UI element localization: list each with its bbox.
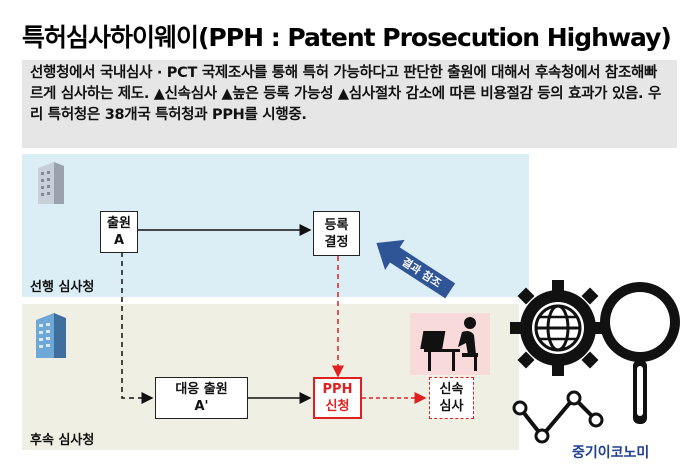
result-reference-arrow: 결과 참조 xyxy=(376,239,456,299)
worker-at-desk-icon xyxy=(410,313,490,375)
arrow-application-to-corresponding xyxy=(121,252,154,404)
node-application-a-line1: 출원 xyxy=(107,216,131,231)
building-icon xyxy=(36,313,66,358)
globe-gear-magnifier-illustration xyxy=(510,280,680,444)
node-registration-line2: 결정 xyxy=(324,234,349,250)
description-box: 선행청에서 국내심사 · PCT 국제조사를 통해 특허 가능하다고 판단한 출… xyxy=(22,60,677,148)
description-text: 선행청에서 국내심사 · PCT 국제조사를 통해 특허 가능하다고 판단한 출… xyxy=(30,65,662,123)
node-pph-line1: PPH xyxy=(322,382,353,397)
node-exam-line2: 심사 xyxy=(439,399,464,414)
node-corresponding-line1: 대응 출원 xyxy=(175,382,228,397)
node-corresponding-application: 대응 출원 A' xyxy=(155,377,248,419)
brand-logo-text: 중기이코노미 xyxy=(572,445,650,461)
node-registration: 등록 결정 xyxy=(313,211,360,256)
globe-gear-icon xyxy=(510,280,606,376)
node-application-a: 출원 A xyxy=(100,211,138,253)
magnifier-icon xyxy=(600,282,680,424)
first-office-label: 선행 심사청 xyxy=(30,280,95,295)
node-pph-request: PPH 신청 xyxy=(313,377,362,419)
node-pph-line2: 신청 xyxy=(325,399,350,414)
line-graph-icon xyxy=(512,390,604,444)
node-exam-line1: 신속 xyxy=(439,382,464,397)
node-corresponding-line2: A' xyxy=(194,399,209,414)
later-office-label: 후속 심사청 xyxy=(30,433,95,448)
page-title: 특허심사하이웨이(PPH : Patent Prosecution Highwa… xyxy=(22,23,672,52)
node-application-a-line2: A xyxy=(113,233,125,248)
node-registration-line1: 등록 xyxy=(324,217,349,233)
building-icon xyxy=(38,162,64,204)
node-accelerated-exam: 신속 심사 xyxy=(429,377,474,419)
